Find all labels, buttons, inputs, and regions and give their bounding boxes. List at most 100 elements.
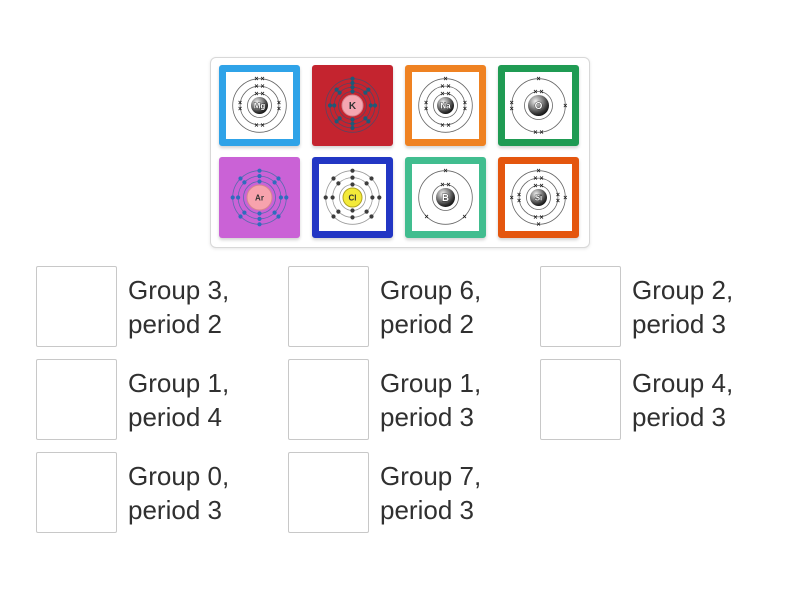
electron-x: × xyxy=(238,100,242,107)
bohr-diagram: Mg×××××××××××× xyxy=(232,76,287,133)
match-item: Group 0,period 3 xyxy=(36,452,288,533)
electron-x: × xyxy=(540,89,544,96)
drop-zone[interactable] xyxy=(36,266,117,347)
electron-dot xyxy=(377,195,382,200)
electron-x: × xyxy=(254,84,258,91)
element-tile-ar[interactable]: Ar xyxy=(219,157,300,238)
electron-dot xyxy=(350,208,355,213)
electron-dot xyxy=(350,89,355,94)
electron-dot xyxy=(330,195,335,200)
electron-dot xyxy=(323,195,328,200)
electron-dot xyxy=(332,103,337,108)
element-tile-o[interactable]: O×××××××× xyxy=(498,65,579,146)
electron-x: × xyxy=(447,182,451,189)
electron-x: × xyxy=(510,195,514,202)
nucleus xyxy=(437,97,454,114)
electron-x: × xyxy=(536,222,540,229)
electron-dot xyxy=(327,103,333,108)
electron-x: × xyxy=(261,76,265,83)
element-symbol: Si xyxy=(535,193,543,202)
match-label-line1: Group 3, xyxy=(128,274,230,305)
electron-x: × xyxy=(463,100,467,107)
drop-zone[interactable] xyxy=(540,359,621,440)
electron-dot xyxy=(331,214,336,219)
match-label-line1: Group 2, xyxy=(632,274,734,305)
element-tile-si[interactable]: Si×××××××××××××× xyxy=(498,157,579,238)
match-label-line2: period 2 xyxy=(128,308,222,339)
electron-dot xyxy=(369,214,374,219)
match-item: Group 2,period 3 xyxy=(540,266,792,347)
electron-dot xyxy=(370,195,375,200)
electron-x: × xyxy=(254,76,258,83)
electron-dot xyxy=(364,209,369,214)
electron-dot xyxy=(350,85,355,90)
drop-zone[interactable] xyxy=(288,359,369,440)
electron-x: × xyxy=(440,84,444,91)
electron-dot xyxy=(257,216,262,221)
element-tile-k[interactable]: K xyxy=(312,65,393,146)
match-item: Group 1,period 3 xyxy=(288,359,540,440)
drop-zone[interactable] xyxy=(36,359,117,440)
element-tile-na[interactable]: Na××××××××××× xyxy=(405,65,486,146)
bohr-diagram: Cl xyxy=(323,168,382,225)
electron-x: × xyxy=(447,84,451,91)
electron-x: × xyxy=(277,100,281,107)
match-item: Group 7,period 3 xyxy=(288,452,540,533)
match-item: Group 4,period 3 xyxy=(540,359,792,440)
electron-dot xyxy=(276,214,281,219)
electron-dot xyxy=(257,168,262,173)
electron-dot xyxy=(242,210,247,215)
drop-zone[interactable] xyxy=(288,452,369,533)
match-label: Group 1,period 3 xyxy=(380,366,481,434)
electron-dot xyxy=(350,76,355,81)
electron-dot xyxy=(336,209,341,214)
electron-x: × xyxy=(424,214,428,221)
match-label-line2: period 3 xyxy=(380,494,474,525)
electron-x: × xyxy=(447,91,451,98)
bohr-diagram: B××××× xyxy=(418,168,473,225)
drop-zone[interactable] xyxy=(288,266,369,347)
electron-dot xyxy=(257,179,262,184)
electron-x: × xyxy=(533,130,537,137)
nucleus xyxy=(530,189,547,206)
match-label-line2: period 3 xyxy=(632,401,726,432)
electron-x: × xyxy=(533,183,537,190)
electron-x: × xyxy=(540,214,544,221)
electron-x: × xyxy=(443,168,447,175)
electron-x: × xyxy=(440,122,444,129)
electron-x: × xyxy=(517,198,521,205)
electron-dot xyxy=(334,87,339,92)
match-label-line2: period 3 xyxy=(128,494,222,525)
electron-x: × xyxy=(556,198,560,205)
element-tile-mg[interactable]: Mg×××××××××××× xyxy=(219,65,300,146)
match-label-line1: Group 7, xyxy=(380,460,482,491)
electron-dot xyxy=(363,90,368,95)
electron-dot xyxy=(272,180,277,185)
electron-x: × xyxy=(536,168,540,175)
electron-dot xyxy=(284,195,289,200)
electron-dot xyxy=(350,125,355,131)
electron-dot xyxy=(364,181,369,186)
match-label: Group 6,period 2 xyxy=(380,273,481,341)
drop-zone[interactable] xyxy=(36,452,117,533)
match-label: Group 0,period 3 xyxy=(128,459,229,527)
electron-dot xyxy=(366,119,371,124)
nucleus xyxy=(528,95,549,116)
match-label-line2: period 2 xyxy=(380,308,474,339)
element-tile-cl[interactable]: Cl xyxy=(312,157,393,238)
electron-dot xyxy=(363,116,368,121)
electron-x: × xyxy=(517,192,521,199)
electron-x: × xyxy=(540,183,544,190)
electron-x: × xyxy=(536,76,540,83)
element-tile-b[interactable]: B××××× xyxy=(405,157,486,238)
match-item: Group 6,period 2 xyxy=(288,266,540,347)
electron-dot xyxy=(238,214,243,219)
electron-x: × xyxy=(563,195,567,202)
electron-x: × xyxy=(540,130,544,137)
electron-dot xyxy=(337,116,342,121)
match-label-line2: period 3 xyxy=(632,308,726,339)
electron-x: × xyxy=(533,89,537,96)
drop-zone[interactable] xyxy=(540,266,621,347)
electron-x: × xyxy=(424,100,428,107)
element-symbol: Ar xyxy=(255,193,264,202)
